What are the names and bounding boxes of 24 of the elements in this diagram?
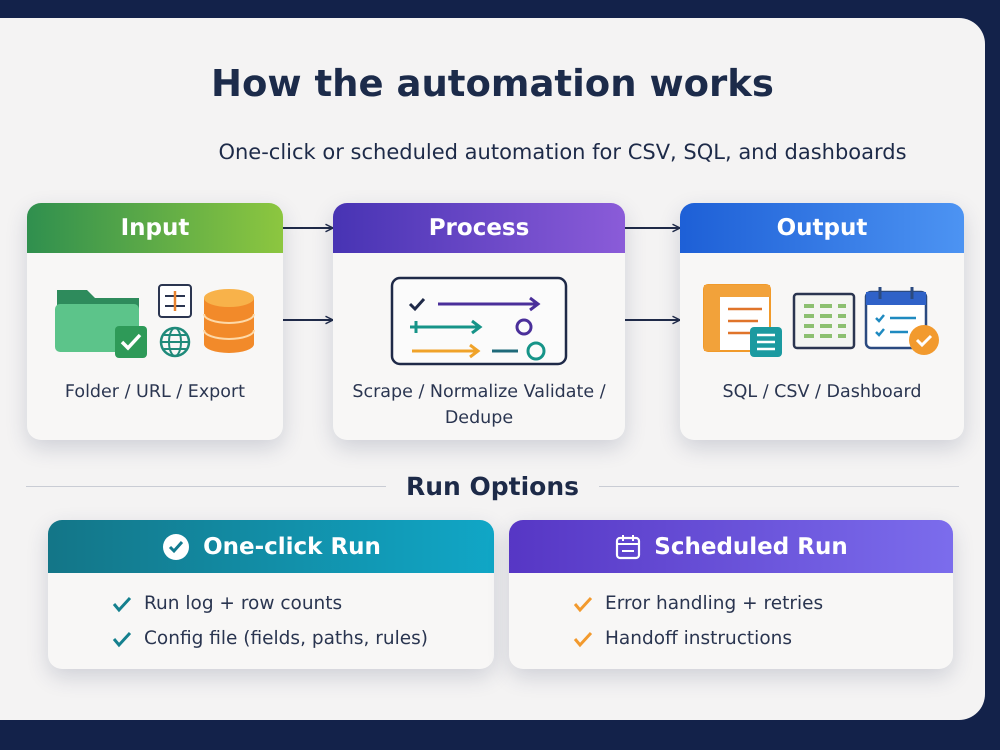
subtitle: One-click or scheduled automation for CSV, SQL, and dashboards [217, 140, 907, 164]
step-card [333, 203, 625, 440]
card-title: Scheduled Run [654, 534, 848, 560]
list-item-text: Run log + row counts [144, 593, 342, 614]
card-title: Output [776, 215, 868, 241]
card-title: Process [428, 215, 530, 241]
arrow [625, 224, 681, 232]
list-item-text: Handoff instructions [605, 628, 792, 649]
step-card [680, 203, 964, 440]
list-item-text: Config file (fields, paths, rules) [144, 628, 428, 649]
arrow [283, 316, 334, 324]
list-item-text: Error handling + retries [605, 593, 824, 614]
arrow [625, 316, 681, 324]
card-text: Scrape / Normalize Validate / Dedupe [351, 381, 607, 430]
card-text: SQL / CSV / Dashboard [722, 381, 922, 404]
option-card [48, 520, 494, 669]
section-heading: Run Options [406, 472, 580, 501]
card-text: Folder / URL / Export [64, 381, 246, 404]
arrow [283, 224, 334, 232]
card-title: One-click Run [203, 534, 381, 560]
card-title: Input [120, 215, 190, 241]
option-card [509, 520, 953, 669]
title: How the automation works [210, 62, 775, 105]
step-card [27, 203, 283, 440]
